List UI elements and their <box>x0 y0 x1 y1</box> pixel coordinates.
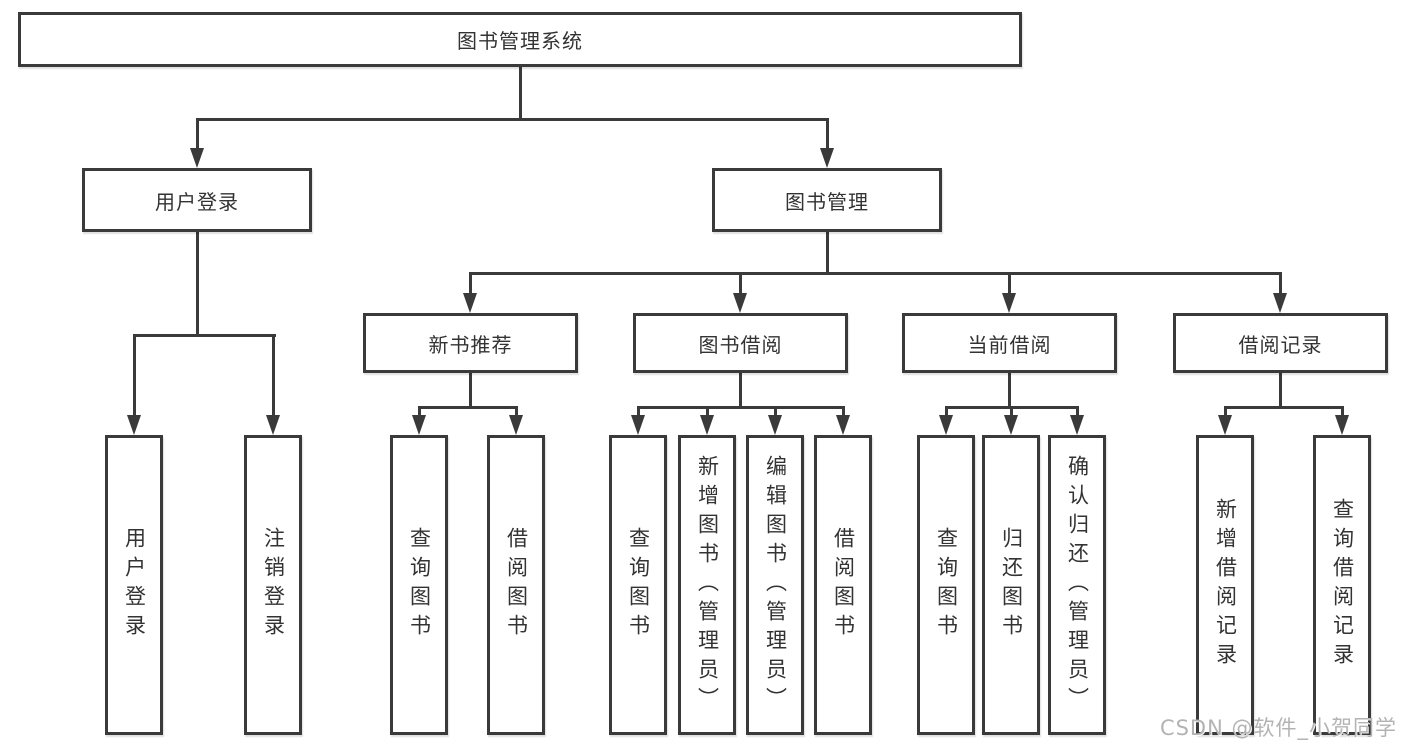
leaf-label: 用户登录 <box>122 527 147 643</box>
csdn-watermark: CSDN @软件_小贺同学 <box>1159 716 1397 740</box>
node-book-management-label: 图书管理 <box>785 189 869 214</box>
leaf-label: 查询借阅记录 <box>1330 498 1355 672</box>
arrowhead-icon <box>820 148 834 168</box>
connector-borrow-records-bar <box>1224 406 1344 409</box>
arrowhead-icon <box>836 415 850 435</box>
connector-borrow-records-stem <box>1279 373 1282 409</box>
leaf-label: 新增借阅记录 <box>1213 498 1238 672</box>
connector-drop <box>637 406 640 418</box>
leaf-label: 查询图书 <box>934 527 959 643</box>
connector-drop <box>1008 272 1011 296</box>
connector-new-books-bar <box>418 406 518 409</box>
arrowhead-icon <box>1004 415 1018 435</box>
node-new-book-recommendation-label: 新书推荐 <box>428 332 513 357</box>
node-user-login-label: 用户登录 <box>155 189 239 214</box>
node-root: 图书管理系统 <box>18 12 1022 67</box>
connector-user-login-stem <box>196 232 199 336</box>
arrowhead-icon <box>1273 293 1287 313</box>
leaf-logout: 注销登录 <box>244 435 302 735</box>
leaf-label: 编辑图书（管理员） <box>763 454 788 716</box>
connector-drop <box>1341 406 1344 418</box>
connector-drop <box>133 334 136 418</box>
leaf-query-books-current: 查询图书 <box>917 435 975 735</box>
leaf-label: 借阅图书 <box>504 527 529 643</box>
node-borrowing-records: 借阅记录 <box>1173 313 1388 373</box>
connector-level2-bar <box>196 118 829 121</box>
arrowhead-icon <box>1070 415 1084 435</box>
node-root-label: 图书管理系统 <box>457 29 583 53</box>
connector-book-borrow-bar <box>637 406 845 409</box>
connector-drop <box>826 118 829 149</box>
node-book-borrowing-label: 图书借阅 <box>698 332 783 357</box>
leaf-label: 确认归还（管理员） <box>1065 454 1090 716</box>
connector-drop <box>418 406 421 418</box>
connector-level3-bar <box>469 272 1282 275</box>
leaf-query-books-borrowing: 查询图书 <box>609 435 667 735</box>
arrowhead-icon <box>1002 293 1016 313</box>
connector-drop <box>1076 406 1079 418</box>
leaf-query-borrow-record: 查询借阅记录 <box>1313 435 1371 735</box>
node-book-borrowing: 图书借阅 <box>633 313 848 373</box>
leaf-borrow-books-borrowing: 借阅图书 <box>814 435 872 735</box>
arrowhead-icon <box>1218 415 1232 435</box>
node-current-borrowing: 当前借阅 <box>902 313 1117 373</box>
leaf-return-books: 归还图书 <box>982 435 1040 735</box>
connector-book-mgmt-stem <box>826 232 829 275</box>
node-current-borrowing-label: 当前借阅 <box>967 332 1052 357</box>
leaf-query-books-recommend: 查询图书 <box>390 435 448 735</box>
leaf-label: 借阅图书 <box>831 527 856 643</box>
arrowhead-icon <box>1335 415 1349 435</box>
node-book-management: 图书管理 <box>712 168 942 232</box>
connector-drop <box>515 406 518 418</box>
leaf-label: 查询图书 <box>407 527 432 643</box>
connector-current-borrow-stem <box>1008 373 1011 409</box>
connector-drop <box>842 406 845 418</box>
leaf-edit-book-admin: 编辑图书（管理员） <box>746 435 804 735</box>
arrowhead-icon <box>700 415 714 435</box>
connector-drop <box>272 334 275 418</box>
node-borrowing-records-label: 借阅记录 <box>1238 332 1323 357</box>
connector-drop <box>196 118 199 149</box>
connector-drop <box>1010 406 1013 418</box>
connector-book-borrow-stem <box>739 373 742 409</box>
leaf-add-borrow-record: 新增借阅记录 <box>1196 435 1254 735</box>
leaf-label: 新增图书（管理员） <box>695 454 720 716</box>
arrowhead-icon <box>190 148 204 168</box>
connector-user-login-bar <box>133 334 276 337</box>
connector-drop <box>945 406 948 418</box>
arrowhead-icon <box>733 293 747 313</box>
arrowhead-icon <box>127 415 141 435</box>
connector-drop <box>739 272 742 296</box>
leaf-confirm-return-admin: 确认归还（管理员） <box>1048 435 1106 735</box>
connector-root-stem <box>519 67 522 119</box>
arrowhead-icon <box>939 415 953 435</box>
leaf-borrow-books-recommend: 借阅图书 <box>487 435 545 735</box>
arrowhead-icon <box>509 415 523 435</box>
arrowhead-icon <box>631 415 645 435</box>
leaf-user-login: 用户登录 <box>105 435 163 735</box>
leaf-add-book-admin: 新增图书（管理员） <box>678 435 736 735</box>
node-new-book-recommendation: 新书推荐 <box>363 313 578 373</box>
leaf-label: 注销登录 <box>261 527 286 643</box>
arrowhead-icon <box>463 293 477 313</box>
arrowhead-icon <box>266 415 280 435</box>
arrowhead-icon <box>412 415 426 435</box>
connector-drop <box>469 272 472 296</box>
connector-drop <box>1224 406 1227 418</box>
leaf-label: 查询图书 <box>626 527 651 643</box>
connector-drop <box>706 406 709 418</box>
connector-drop <box>774 406 777 418</box>
arrowhead-icon <box>768 415 782 435</box>
leaf-label: 归还图书 <box>999 527 1024 643</box>
node-user-login: 用户登录 <box>82 168 312 232</box>
connector-drop <box>1279 272 1282 296</box>
connector-new-books-stem <box>469 373 472 409</box>
